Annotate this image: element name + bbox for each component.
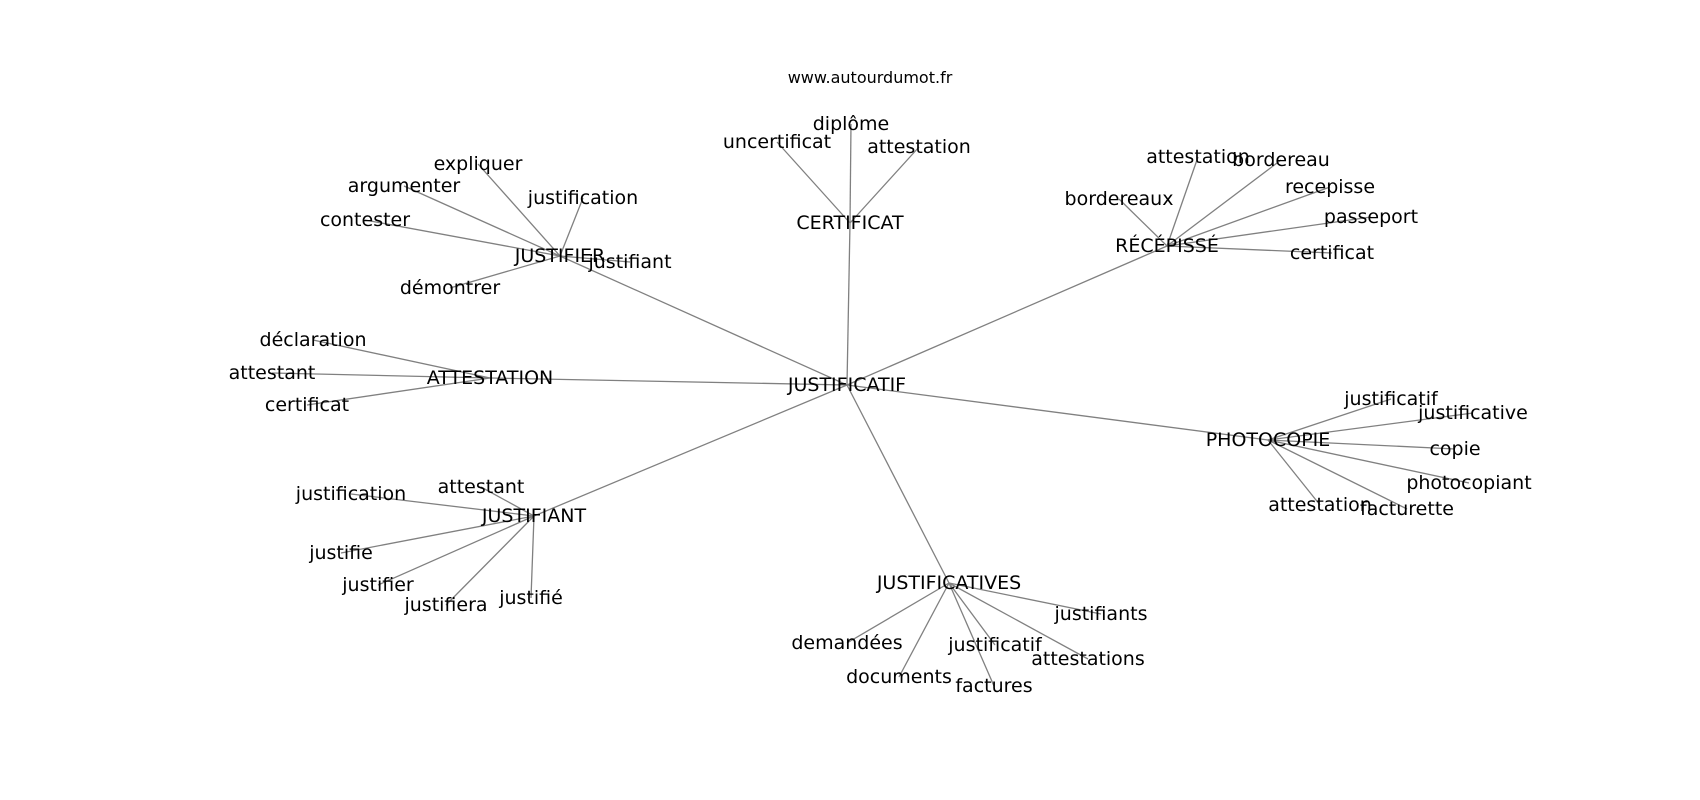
leaf-node-justifiera: justifiera (403, 594, 487, 616)
edge-center-photocopie (846, 384, 1269, 441)
leaf-node-contester: contester (320, 209, 410, 231)
edge-attestation-certificat (306, 377, 491, 406)
edge-center-attestation (489, 377, 848, 386)
leaf-node-factures: factures (955, 675, 1032, 697)
edge-justificatives-justifiants (948, 582, 1102, 615)
edge-justifiant-justifiera (445, 515, 535, 606)
leaf-node-passeport: passeport (1324, 206, 1418, 228)
leaf-node-diplome: diplôme (813, 113, 890, 135)
hub-node-recepisse: RÉCÉPISSÉ (1115, 234, 1219, 257)
edge-justifiant-justifier (377, 515, 535, 586)
leaf-node-expliquer: expliquer (434, 153, 523, 175)
leaf-node-justificatif: justificatif (1343, 388, 1439, 410)
leaf-node-justifiant: justifiant (587, 251, 671, 273)
edge-certificat-diplome (849, 123, 852, 224)
leaf-node-recepisse: recepisse (1285, 176, 1375, 198)
edge-photocopie-copie (1267, 439, 1456, 450)
edge-photocopie-justificatif (1267, 398, 1392, 441)
leaf-node-photocopiant: photocopiant (1406, 472, 1531, 494)
edge-justificatives-justificatif (948, 582, 996, 646)
edge-justificatives-attestations (948, 582, 1089, 660)
leaf-node-certificat: certificat (1290, 242, 1374, 264)
leaf-node-attestant: attestant (229, 362, 316, 384)
graph-edges (271, 123, 1474, 687)
edge-attestation-declaration (312, 339, 491, 379)
leaf-node-bordereaux: bordereaux (1065, 188, 1174, 210)
edge-justificatives-documents (898, 582, 950, 678)
leaf-node-facturette: facturette (1360, 498, 1454, 520)
edge-center-justificatives (846, 384, 950, 584)
leaf-node-demontrer: démontrer (400, 277, 500, 299)
leaf-node-justifiants: justifiants (1054, 603, 1148, 625)
hub-node-certificat: CERTIFICAT (796, 212, 904, 234)
edge-justificatives-factures (948, 582, 995, 687)
edge-center-recepisse (846, 245, 1168, 386)
leaf-node-certificat: certificat (265, 394, 349, 416)
leaf-node-attestation: attestation (1268, 494, 1372, 516)
edge-center-justifier (559, 255, 848, 386)
graph-labels: www.autourdumot.fr JUSTIFICATIF JUSTIFIER… (229, 68, 1532, 697)
leaf-node-attestant: attestant (438, 476, 525, 498)
leaf-node-justification: justification (527, 187, 638, 209)
edge-justifier-contester (364, 219, 561, 257)
hub-node-justifiant: JUSTIFIANT (481, 505, 587, 527)
edge-recepisse-passeport (1166, 216, 1372, 247)
leaf-node-copie: copie (1429, 438, 1480, 460)
leaf-node-attestation: attestation (1146, 146, 1250, 168)
edge-certificat-attestation (849, 146, 920, 224)
edge-recepisse-bordereau (1166, 159, 1282, 247)
leaf-node-documents: documents (846, 666, 952, 688)
edge-justificatives-demandees (846, 582, 950, 644)
edge-recepisse-recepisse (1166, 186, 1331, 247)
edge-justifier-argumenter (403, 185, 561, 257)
edge-recepisse-attestation (1166, 156, 1199, 247)
edge-justifier-justification (559, 197, 584, 257)
site-url-label: www.autourdumot.fr (788, 68, 953, 87)
leaf-node-bordereau: bordereau (1232, 149, 1330, 171)
leaf-node-justificative: justificative (1417, 402, 1528, 424)
leaf-node-attestation: attestation (867, 136, 971, 158)
hub-node-attestation: ATTESTATION (427, 367, 554, 389)
leaf-node-justifier: justifier (341, 574, 414, 596)
hub-node-photocopie: PHOTOCOPIE (1206, 429, 1331, 451)
edge-certificat-uncertificat (776, 141, 851, 224)
center-node-label: JUSTIFICATIF (787, 374, 906, 396)
edge-justifier-expliquer (477, 163, 561, 257)
leaf-node-attestations: attestations (1031, 648, 1145, 670)
edge-photocopie-facturette (1267, 439, 1408, 510)
edge-justifiant-justification (350, 493, 535, 517)
leaf-node-justifie: justifie (308, 542, 373, 564)
leaf-node-declaration: déclaration (260, 329, 367, 351)
hub-node-justifier: JUSTIFIER (514, 245, 606, 267)
leaf-node-demandees: demandées (791, 632, 902, 654)
edge-recepisse-bordereaux (1118, 198, 1168, 247)
edge-justifiant-justifie (340, 515, 535, 554)
edge-justifier-demontrer (449, 255, 561, 289)
edge-center-certificat (846, 222, 851, 386)
leaf-node-justification: justification (295, 483, 406, 505)
edge-justifier-justifiant (559, 255, 631, 263)
edge-photocopie-photocopiant (1267, 439, 1470, 484)
edge-justifiant-attestant (480, 486, 535, 517)
leaf-node-argumenter: argumenter (348, 175, 461, 197)
leaf-node-uncertificat: uncertificat (723, 131, 831, 153)
edge-photocopie-attestation (1267, 439, 1321, 506)
leaf-node-justificatif: justificatif (947, 634, 1043, 656)
edge-center-justifiant (533, 384, 848, 517)
edge-photocopie-justificative (1267, 412, 1474, 441)
edge-recepisse-certificat (1166, 245, 1333, 254)
edge-attestation-attestant (271, 372, 491, 379)
leaf-node-justifie: justifié (498, 587, 563, 609)
hub-node-justificatives: JUSTIFICATIVES (876, 572, 1021, 594)
edge-justifiant-justifie (530, 515, 535, 599)
